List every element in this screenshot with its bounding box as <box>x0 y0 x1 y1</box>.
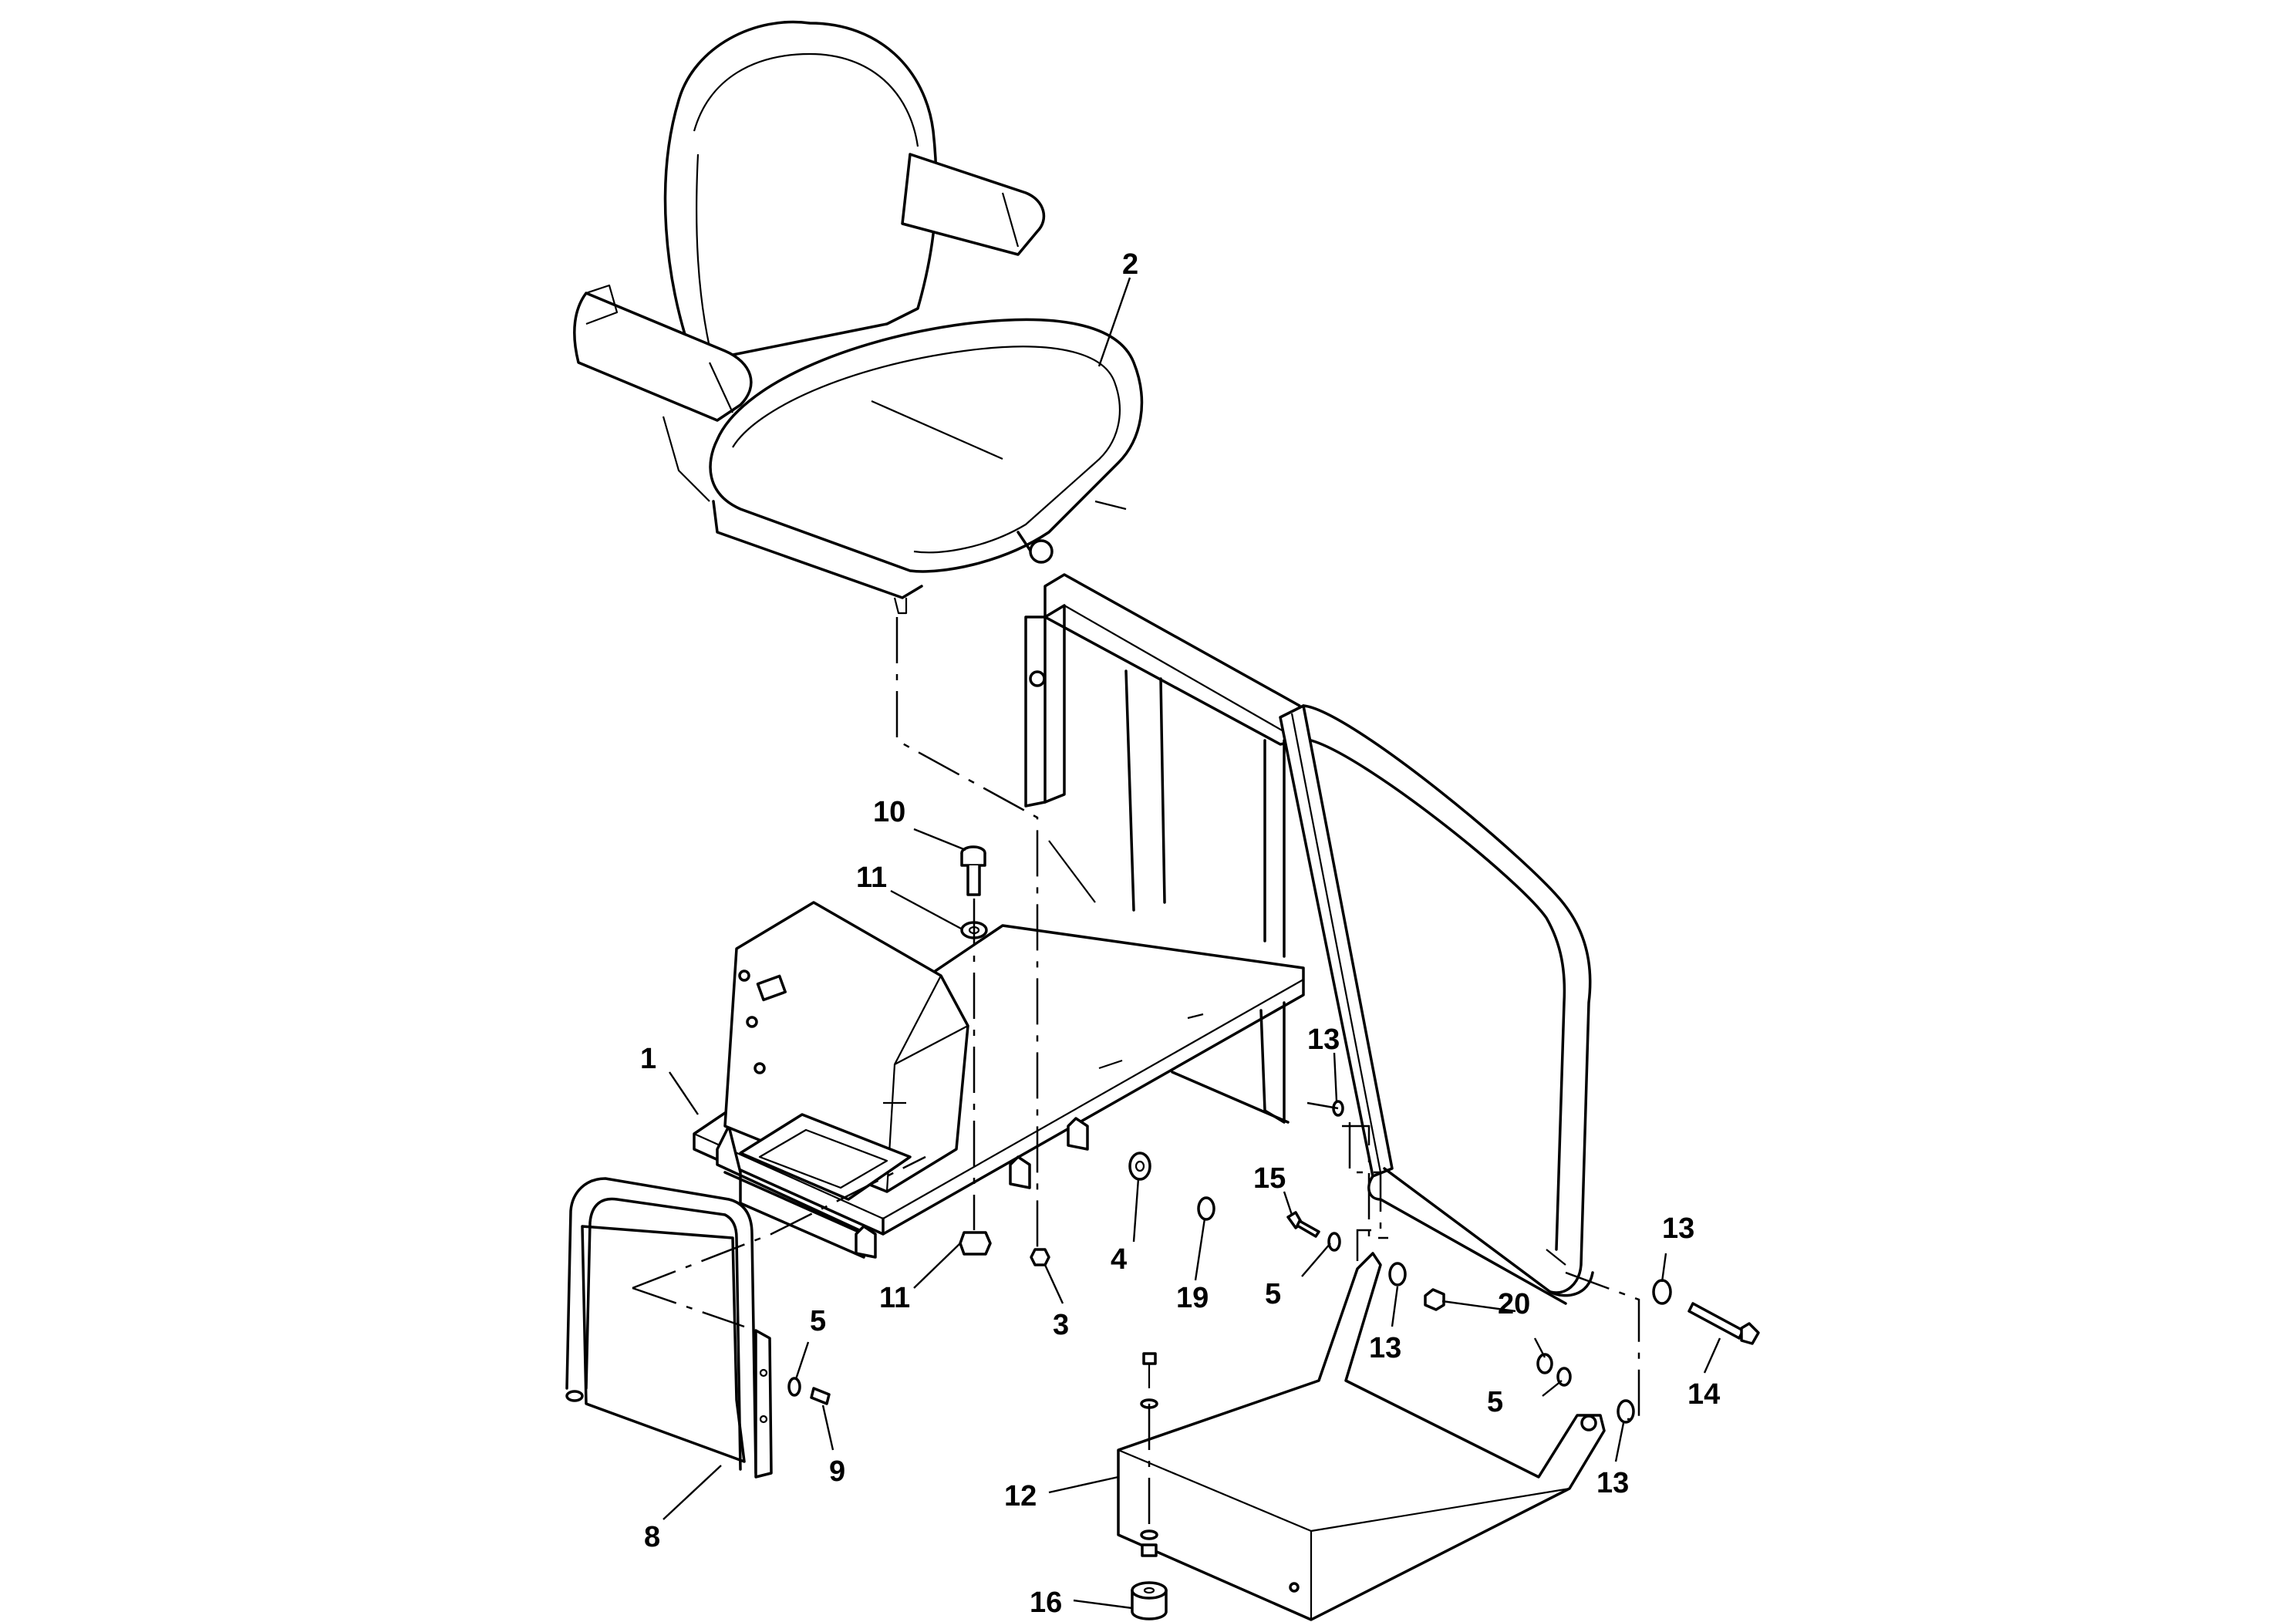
callout-5-middle: 5 <box>1265 1278 1281 1310</box>
callout-11-top: 11 <box>856 862 887 894</box>
callout-14: 14 <box>1687 1378 1720 1411</box>
footrest-plate <box>1117 1252 1606 1621</box>
callout-13-right: 13 <box>1662 1212 1694 1245</box>
callout-13-lower: 13 <box>1596 1467 1629 1499</box>
hardware <box>787 845 1760 1620</box>
foot-guard <box>565 1177 773 1479</box>
callout-13-upper: 13 <box>1307 1023 1340 1056</box>
callout-2: 2 <box>1122 248 1138 281</box>
assembly-lines <box>632 617 1640 1535</box>
callout-1: 1 <box>640 1043 656 1075</box>
callout-15: 15 <box>1253 1162 1286 1195</box>
callout-13-middle: 13 <box>1369 1332 1401 1364</box>
callout-19: 19 <box>1176 1282 1209 1314</box>
callout-20: 20 <box>1498 1288 1530 1320</box>
seat <box>573 20 1144 615</box>
callout-3: 3 <box>1053 1309 1069 1341</box>
callout-9: 9 <box>829 1455 845 1488</box>
callout-11-bottom: 11 <box>879 1282 910 1314</box>
callout-8: 8 <box>644 1521 660 1553</box>
roll-bar <box>1279 704 1594 1305</box>
callout-leaders <box>663 277 1721 1610</box>
callout-10: 10 <box>873 796 905 828</box>
callout-5-left: 5 <box>810 1305 826 1337</box>
callout-5-right: 5 <box>1487 1386 1503 1418</box>
callout-16: 16 <box>1030 1587 1062 1619</box>
callout-4: 4 <box>1111 1243 1127 1276</box>
callout-12: 12 <box>1004 1480 1037 1512</box>
callout-labels: 2 1 10 11 11 3 4 19 15 5 13 13 20 5 13 1… <box>640 248 1720 1619</box>
console-bracket <box>723 901 969 1201</box>
